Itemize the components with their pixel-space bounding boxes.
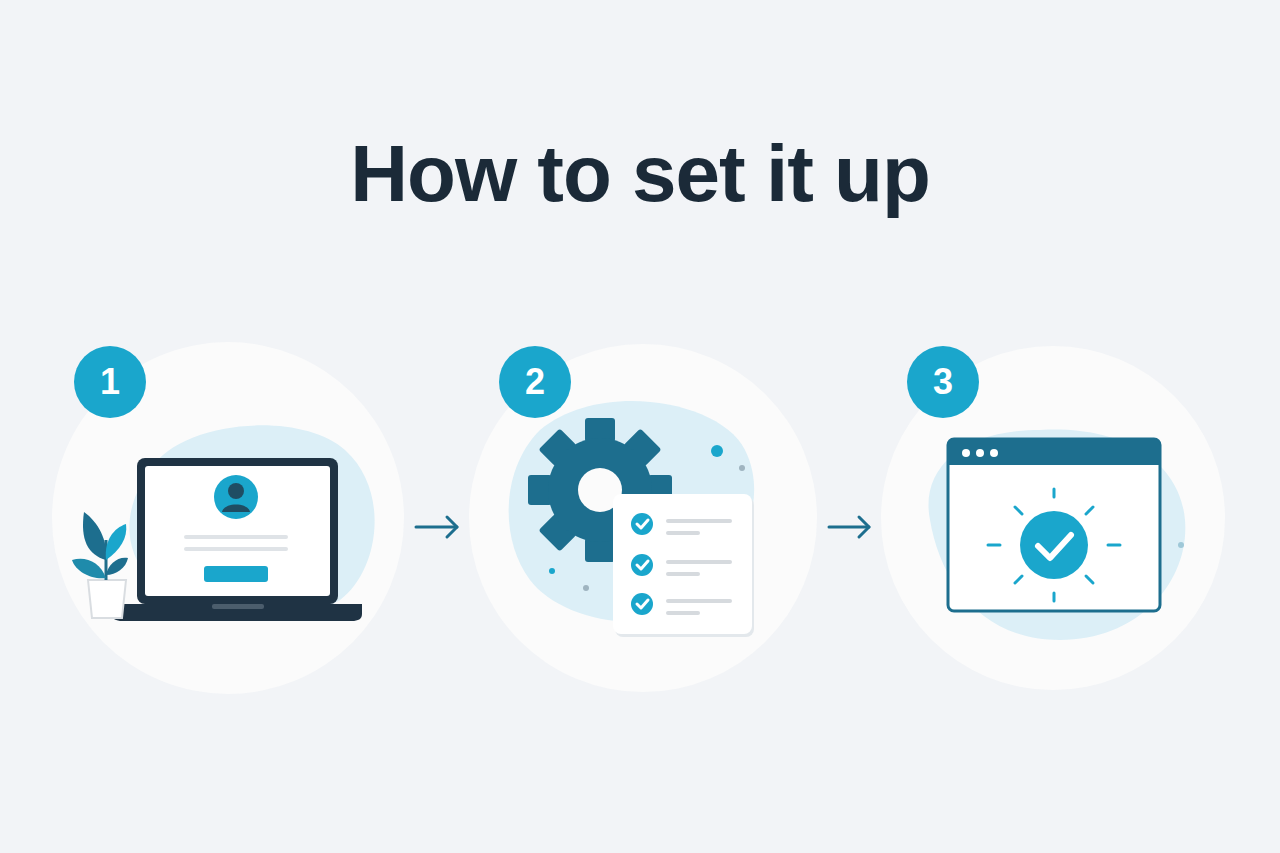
arrow-line [416, 526, 457, 529]
step-circle [881, 346, 1225, 690]
arrow-line [829, 526, 869, 529]
settings-icon [509, 401, 755, 637]
step-number-badge: 2 [499, 346, 571, 418]
step-number: 2 [525, 364, 545, 400]
arrow-head [447, 517, 457, 537]
laptop-icon [112, 425, 375, 621]
step-circle: 3 [881, 346, 1225, 690]
plant-icon [72, 512, 128, 618]
step-circle: 1 [52, 342, 404, 694]
step-number: 1 [100, 364, 120, 400]
step-arrow [416, 517, 457, 537]
diagram-title: How to set it up [0, 128, 1280, 220]
step-circle [469, 344, 817, 692]
step-number-badge: 1 [74, 346, 146, 418]
step-arrow [829, 517, 869, 537]
success-window-icon [928, 430, 1185, 640]
step-number: 3 [933, 364, 953, 400]
step-number-badge: 3 [907, 346, 979, 418]
step-circle [52, 342, 404, 694]
step-circle: 2 [469, 344, 817, 692]
arrow-head [859, 517, 869, 537]
